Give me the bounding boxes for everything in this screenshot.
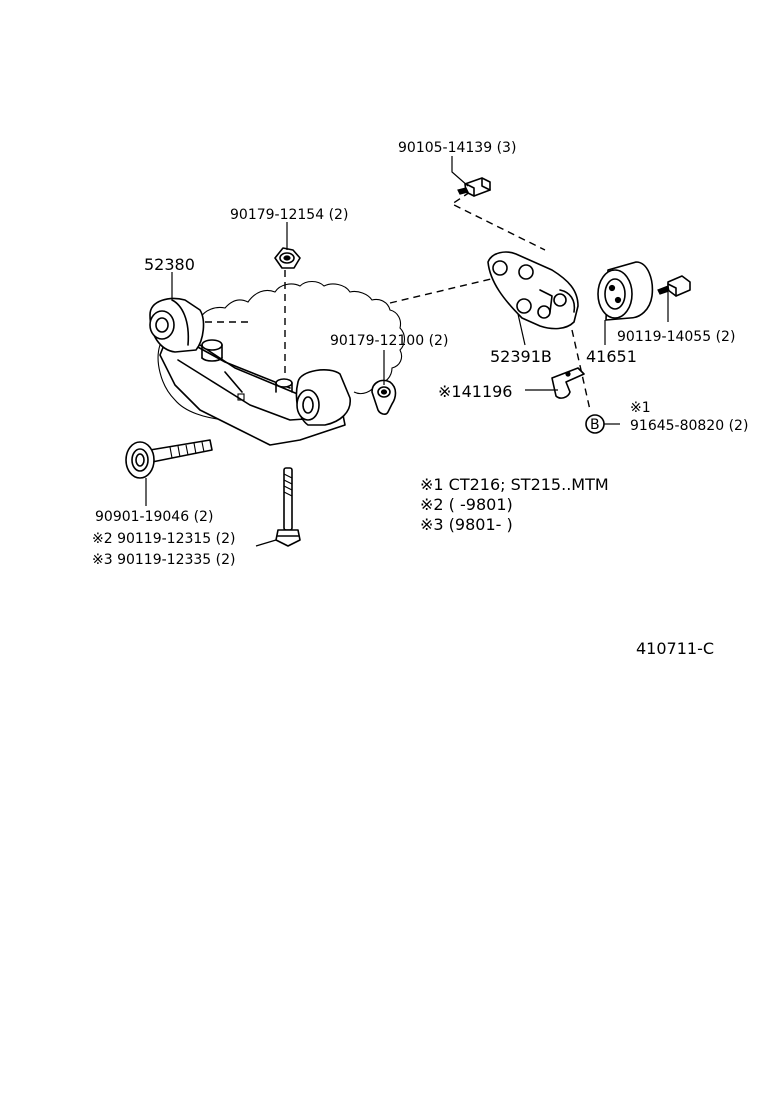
bolt-90901-19046-icon	[125, 439, 213, 479]
nut-90179-12154-icon	[274, 247, 301, 269]
engine-outline-lower	[157, 344, 226, 421]
bolt-90119-14055-icon	[657, 275, 691, 297]
circle-b-marker	[585, 414, 605, 434]
leader-p11	[255, 539, 277, 547]
note-3: ※3 (9801- )	[420, 515, 513, 534]
part-label-52380: 52380	[144, 255, 195, 274]
alignment-line-bracket	[389, 277, 496, 304]
leader-p1	[451, 156, 469, 187]
bolt-90119-12315-icon	[275, 467, 301, 547]
bushing-41651-icon	[597, 261, 654, 321]
clip-141196-icon	[551, 367, 585, 399]
note-1: ※1 CT216; ST215..MTM	[420, 475, 609, 494]
part-label-90179-12154: 90179-12154 (2)	[230, 207, 348, 223]
part-label-41651: 41651	[586, 347, 637, 366]
bolt-90105-14139-icon	[457, 177, 491, 197]
part-label-141196: ※141196	[438, 382, 512, 401]
part-label-90901-19046: 90901-19046 (2)	[95, 509, 213, 525]
diagram-code: 410711-C	[636, 639, 714, 658]
engine-outline-phantom	[159, 280, 406, 395]
part-label-91645-80820: 91645-80820 (2)	[630, 418, 748, 434]
bracket-52391b-icon	[487, 251, 579, 330]
part-label-90119-12315: ※2 90119-12315 (2)	[92, 531, 236, 547]
leader-p5	[517, 313, 526, 346]
note-2: ※2 ( -9801)	[420, 495, 513, 514]
nut-90179-12100-icon	[371, 379, 397, 415]
engine-mounting-member-52380-icon	[149, 297, 351, 446]
part-label-90119-12335: ※3 90119-12335 (2)	[92, 552, 236, 568]
part-label-mark-1: ※1	[630, 400, 651, 416]
part-label-90105-14139: 90105-14139 (3)	[398, 140, 516, 156]
part-label-90179-12100: 90179-12100 (2)	[330, 333, 448, 349]
circle-b-letter: B	[590, 417, 600, 433]
alignment-line-upper-bolts	[450, 191, 546, 251]
part-label-52391b: 52391B	[490, 347, 552, 366]
part-label-90119-14055: 90119-14055 (2)	[617, 329, 735, 345]
